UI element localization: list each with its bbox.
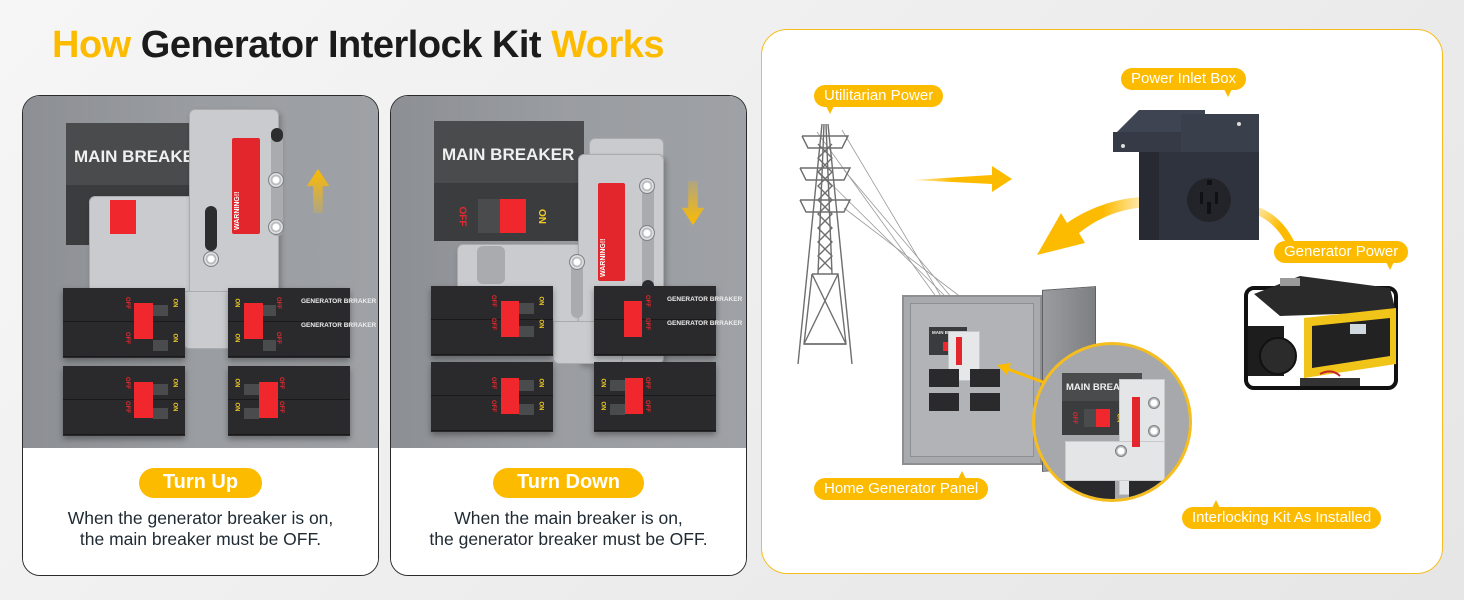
power-lines	[816, 129, 963, 299]
breaker-pair: ON ON OFF OFF	[594, 362, 716, 432]
main-breaker-toggle[interactable]	[110, 200, 136, 234]
breaker-pair: OFF OFF ON ON	[63, 366, 185, 436]
main-breaker-box: MAIN BREAKER OFF ON	[434, 121, 584, 241]
breaker-toggle[interactable]	[134, 382, 153, 418]
turn-up-description: When the generator breaker is on, the ma…	[67, 508, 334, 549]
bolt-icon	[268, 219, 284, 235]
bolt-icon	[203, 251, 219, 267]
generator-breaker-pair: OFF OFF GENERATOR BRRAKER GENERATOR BRRA…	[594, 286, 742, 356]
turn-down-badge: Turn Down	[493, 468, 644, 498]
breaker-toggle[interactable]	[501, 378, 519, 414]
breaker-pair: OFF OFF ON ON	[63, 288, 185, 358]
bolt-icon	[639, 225, 655, 241]
breaker-pair: OFF OFF ON ON	[431, 286, 553, 356]
turn-down-caption: Turn Down When the main breaker is on, t…	[391, 448, 746, 575]
installation-diagram: MAIN BREAKER MAIN BREAKER OFF ON	[761, 29, 1443, 574]
home-generator-panel-tag: Home Generator Panel	[814, 471, 989, 500]
main-breaker-label: MAIN BREAKER	[442, 145, 575, 164]
generator-breaker-label: GENERATOR BRRAKER	[667, 320, 743, 327]
turn-up-card: MAIN BREAKER WARNING!! OFF OFF ON ON	[22, 95, 379, 576]
breaker-pair: ON ON OFF OFF	[228, 366, 350, 436]
utilitarian-power-tag: Utilitarian Power	[814, 85, 944, 114]
generator-icon	[1244, 276, 1398, 390]
breaker-toggle[interactable]	[501, 301, 519, 337]
generator-power-tag: Generator Power	[1274, 241, 1409, 270]
title-word-how: How	[52, 24, 131, 66]
arrow-down-icon	[681, 181, 705, 225]
turn-up-badge: Turn Up	[138, 468, 263, 498]
turn-up-caption: Turn Up When the generator breaker is on…	[23, 448, 378, 575]
bolt-icon	[569, 254, 585, 270]
interlock-kit-zoom: MAIN BREAKER OFF ON	[1032, 342, 1192, 502]
turn-down-description: When the main breaker is on, the generat…	[429, 508, 708, 549]
arrow-right-icon	[912, 166, 1012, 192]
home-generator-panel: MAIN BREAKER	[902, 295, 1042, 465]
title-middle: Generator Interlock Kit	[130, 24, 552, 66]
curved-arrow-left-icon	[1037, 197, 1147, 255]
warning-sticker: WARNING!!	[232, 138, 260, 234]
interlocking-kit-tag: Interlocking Kit As Installed	[1182, 500, 1382, 529]
warning-sticker: WARNING!!	[598, 183, 625, 281]
breaker-pair: OFF OFF ON ON	[431, 362, 553, 432]
main-breaker-toggle[interactable]	[500, 199, 526, 233]
generator-breaker-label: GENERATOR BRRAKER	[301, 298, 377, 305]
title-word-works: Works	[551, 24, 665, 66]
breaker-toggle[interactable]	[134, 303, 153, 339]
turn-down-card: MAIN BREAKER OFF ON WARNING!! OFF OFF	[390, 95, 747, 576]
generator-breaker-pair: ON ON OFF OFF GENERATOR BRRAKER GENERATO…	[228, 288, 376, 358]
power-inlet-box-tag: Power Inlet Box	[1121, 68, 1247, 97]
generator-breaker-label: GENERATOR BRRAKER	[301, 322, 377, 329]
breaker-toggle[interactable]	[625, 378, 643, 414]
generator-breaker-toggle[interactable]	[244, 303, 263, 339]
transmission-tower-icon	[797, 123, 853, 365]
arrow-up-icon	[306, 169, 330, 213]
bolt-icon	[268, 172, 284, 188]
generator-breaker-label: GENERATOR BRRAKER	[667, 296, 743, 303]
main-breaker-label: MAIN BREAKER	[74, 147, 207, 166]
breaker-toggle[interactable]	[259, 382, 278, 418]
turn-up-scene: MAIN BREAKER WARNING!! OFF OFF ON ON	[23, 96, 378, 448]
zoom-main-toggle	[1096, 409, 1110, 427]
page-title: How Generator Interlock Kit Works	[52, 24, 665, 67]
bolt-icon	[639, 178, 655, 194]
power-inlet-box-icon	[1113, 110, 1259, 240]
generator-breaker-toggle[interactable]	[624, 301, 642, 337]
turn-down-scene: MAIN BREAKER OFF ON WARNING!! OFF OFF	[391, 96, 746, 448]
